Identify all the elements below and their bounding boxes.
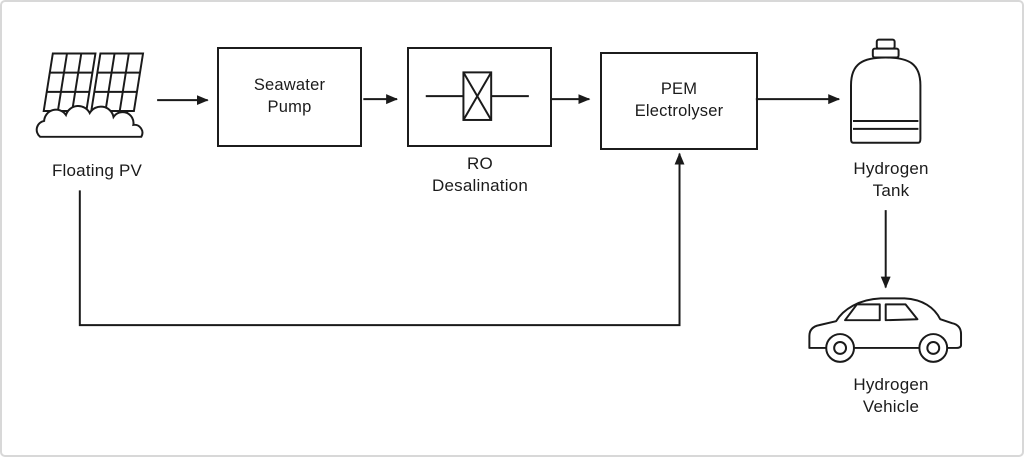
node-pem-electrolyser: PEM Electrolyser [600,52,758,150]
hydrogen-tank-icon [850,38,922,144]
water-wave-shape [35,104,144,138]
ro-desalination-label: RO Desalination [432,154,528,196]
ro-membrane-icon [425,71,529,121]
hydrogen-vehicle-icon [808,297,963,363]
node-ro-desalination [407,47,552,147]
pem-electrolyser-label: PEM Electrolyser [634,80,724,120]
hydrogen-tank-label: Hydrogen Tank [853,159,929,201]
hydrogen-vehicle-label: Hydrogen Vehicle [853,375,929,417]
node-seawater-pump: Seawater Pump [217,47,362,147]
floating-pv-label: Floating PV [51,161,143,180]
floating-pv-icon [35,52,145,138]
power-line-pv-to-pem [78,152,685,327]
seawater-pump-label: Seawater Pump [253,76,326,116]
